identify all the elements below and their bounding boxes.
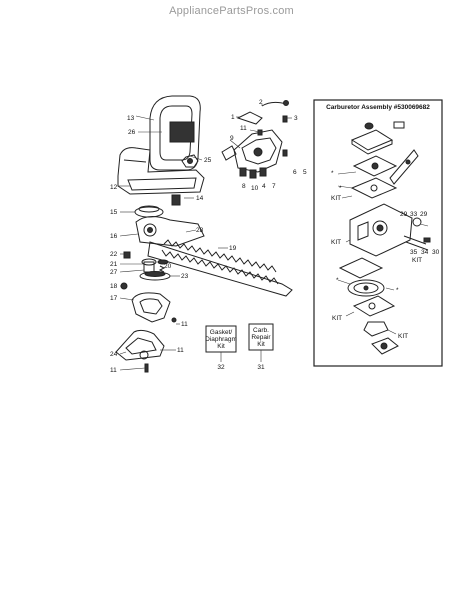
star-marker: *: [331, 170, 334, 177]
callout-8: 8: [242, 183, 246, 190]
kit-box-line: Carb.: [253, 327, 269, 334]
bushing-part: [134, 194, 181, 218]
gasket-diaphragm-kit-box: Gasket/ Diaphragm Kit 32: [205, 325, 237, 371]
callout-22: 22: [110, 251, 118, 258]
callout-27: 27: [110, 269, 118, 276]
callout-4: 4: [262, 183, 266, 190]
callout-11: 11: [177, 347, 184, 354]
callout-11: 11: [110, 367, 117, 374]
kit-box-number: 31: [257, 364, 265, 371]
gear-housing-part: [135, 216, 205, 247]
kit-label: KIT: [332, 315, 342, 322]
callout-25: 25: [204, 157, 212, 164]
callout-21: 21: [110, 261, 118, 268]
callout-14: 14: [196, 195, 204, 202]
callout-16: 16: [110, 233, 118, 240]
trigger-switch-part: [169, 121, 195, 143]
star-marker: *: [336, 277, 339, 284]
callout-1: 1: [231, 114, 235, 121]
callout-20: 20: [164, 263, 172, 270]
callout-33: 33: [410, 211, 418, 218]
carburetor-parts: [338, 121, 431, 355]
callout-26: 26: [128, 129, 136, 136]
gear-cover-part: [131, 292, 177, 323]
leader-lines: [118, 104, 292, 371]
front-bracket-part: [115, 329, 165, 373]
kit-box-line: Kit: [217, 343, 225, 350]
nut-part: [181, 154, 199, 168]
star-marker: *: [339, 185, 342, 192]
callout-23: 23: [181, 273, 189, 280]
callout-24: 24: [110, 351, 118, 358]
callout-6: 6: [293, 169, 297, 176]
kit-label: KIT: [412, 257, 422, 264]
callout-29: 29: [400, 211, 408, 218]
kit-box-line: Repair: [251, 334, 271, 341]
star-marker: *: [396, 287, 399, 294]
callout-9: 9: [230, 135, 234, 142]
callout-13: 13: [127, 115, 135, 122]
air-filter-assembly-part: [221, 100, 289, 179]
callout-10: 10: [251, 185, 259, 192]
kit-label: KIT: [331, 195, 341, 202]
callout-12: 12: [110, 184, 118, 191]
callout-11: 11: [240, 125, 247, 132]
kit-box-line: Kit: [257, 341, 265, 348]
site-title[interactable]: AppliancePartsPros.com: [169, 5, 294, 17]
gear-train-part: [120, 251, 171, 290]
kit-box-number: 32: [217, 364, 225, 371]
housing-frame-part: [117, 147, 205, 195]
kit-box-line: Diaphragm: [205, 336, 237, 343]
kit-box-line: Gasket/: [210, 329, 233, 336]
callout-30: 30: [432, 249, 440, 256]
callout-18: 18: [110, 283, 118, 290]
callout-34: 34: [421, 249, 429, 256]
callout-28: 28: [196, 227, 204, 234]
callout-11: 11: [181, 321, 188, 328]
kit-label: KIT: [398, 333, 408, 340]
callout-17: 17: [110, 295, 118, 302]
carburetor-panel: [313, 99, 443, 367]
callout-3: 3: [294, 115, 298, 122]
carburetor-assembly-title: Carburetor Assembly #530069682: [326, 104, 430, 111]
kit-label: KIT: [331, 239, 341, 246]
callout-2: 2: [259, 99, 263, 106]
handle-part: [149, 95, 201, 171]
callout-29: 29: [420, 211, 428, 218]
carburetor-leaders: [337, 171, 429, 335]
callout-5: 5: [303, 169, 307, 176]
callout-7: 7: [272, 183, 276, 190]
cutting-blade-part: [147, 239, 293, 297]
callout-35: 35: [410, 249, 418, 256]
callout-15: 15: [110, 209, 118, 216]
callout-19: 19: [229, 245, 237, 252]
carb-repair-kit-box: Carb. Repair Kit 31: [248, 323, 274, 371]
